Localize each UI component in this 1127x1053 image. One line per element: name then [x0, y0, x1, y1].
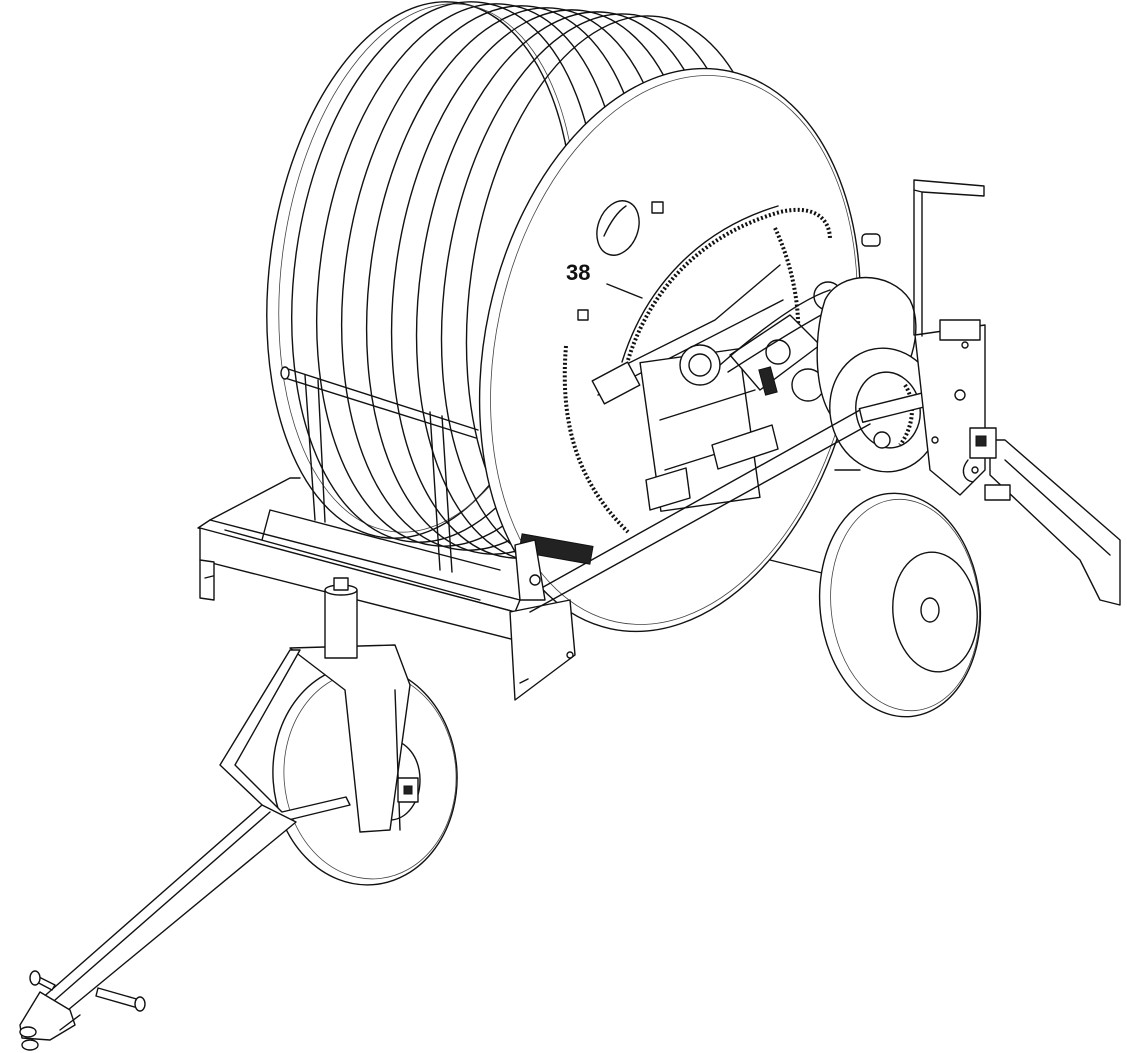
- front-flange: [478, 67, 862, 633]
- crank-handle: [913, 179, 985, 337]
- drive-mechanism: [639, 233, 986, 512]
- front-wheel: [219, 577, 458, 886]
- tow-bar: [19, 804, 297, 1051]
- callout-38-leader: [606, 283, 643, 299]
- chassis-frame: [197, 366, 871, 701]
- callout-label: 38: [566, 260, 591, 285]
- side-arm: [962, 427, 1121, 606]
- right-wheel: [818, 492, 982, 718]
